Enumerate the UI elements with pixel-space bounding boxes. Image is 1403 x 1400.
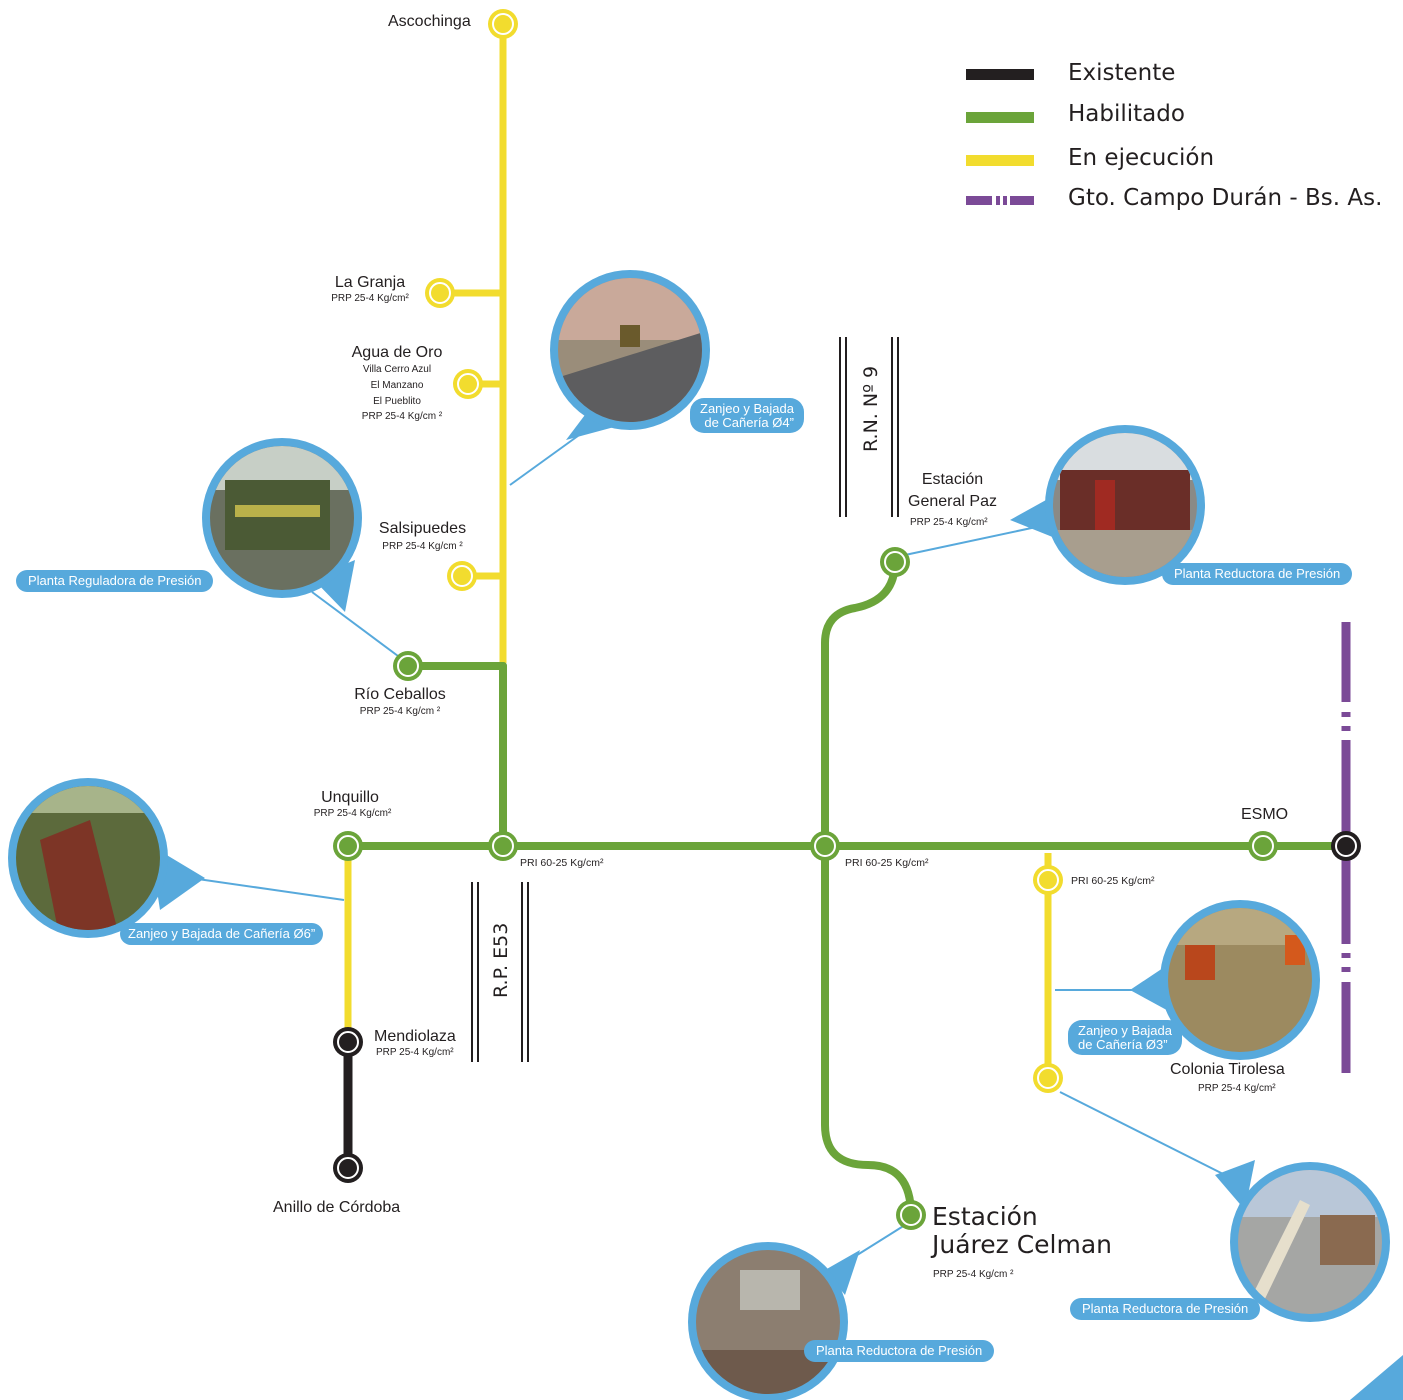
node-esmo — [1331, 831, 1361, 861]
callout-zanjeo-4-line2: de Cañería Ø4” — [704, 414, 794, 430]
node-anillo-cordoba — [333, 1153, 363, 1183]
callout-planta-reductora-gp: Planta Reductora de Presión — [1162, 563, 1353, 585]
node-unquillo — [333, 831, 363, 861]
label-agua-de-oro-prp: PRP 25-4 Kg/cm ² — [361, 411, 443, 422]
pipes-habilitado — [344, 558, 1352, 1219]
node-agua-de-oro — [453, 369, 483, 399]
label-mendiolaza: Mendiolaza — [374, 1028, 456, 1045]
node-colonia-tirolesa — [1033, 1063, 1063, 1093]
photo-callout-planta-reductora-gp — [1010, 425, 1205, 585]
road-rpe53-marker — [471, 882, 529, 1062]
node-mendiolaza — [333, 1027, 363, 1057]
label-mendiolaza-prp: PRP 25-4 Kg/cm² — [376, 1047, 454, 1058]
photo-callout-planta-reguladora — [202, 438, 362, 612]
label-general-paz-1: Estación — [921, 471, 984, 488]
label-esmo: ESMO — [1241, 806, 1289, 823]
label-general-paz-2: General Paz — [908, 493, 997, 510]
label-agua-de-oro: Agua de Oro — [351, 344, 443, 361]
legend-label-en-ejecucion: En ejecución — [1068, 145, 1215, 171]
callout-zanjeo-4: Zanjeo y Bajada de Cañería Ø4” — [690, 398, 804, 434]
photo-callout-planta-reductora-ct — [1215, 1160, 1390, 1322]
label-unquillo-prp: PRP 25-4 Kg/cm² — [313, 808, 392, 819]
label-colonia-tirolesa: Colonia Tirolesa — [1170, 1061, 1285, 1078]
node-rio-ceballos — [393, 651, 423, 681]
label-juarez-celman-2: Juárez Celman — [932, 1230, 1113, 1259]
label-unquillo: Unquillo — [321, 789, 379, 806]
legend-label-gasoducto: Gto. Campo Durán - Bs. As. — [1068, 185, 1383, 211]
label-villa-cerro-azul: Villa Cerro Azul — [362, 364, 432, 375]
node-esmo-green — [1248, 831, 1278, 861]
callout-planta-reguladora: Planta Reguladora de Presión — [16, 570, 214, 592]
callout-planta-reductora-jc: Planta Reductora de Presión — [804, 1340, 995, 1362]
label-ascochinga: Ascochinga — [388, 13, 471, 30]
node-pri-colonia — [1033, 865, 1063, 895]
label-pri-rn9: PRI 60-25 Kg/cm² — [845, 857, 929, 869]
photo-callout-planta-reductora-jc — [688, 1242, 860, 1400]
legend-swatch-habilitado — [966, 112, 1034, 123]
callout-zanjeo-4-line1: Zanjeo y Bajada — [700, 401, 794, 416]
legend-swatch-en-ejecucion — [966, 155, 1034, 166]
label-rio-ceballos: Río Ceballos — [354, 686, 446, 703]
label-pri-colonia: PRI 60-25 Kg/cm² — [1071, 875, 1155, 887]
node-ascochinga — [488, 9, 518, 39]
label-general-paz-prp: PRP 25-4 Kg/cm² — [910, 517, 988, 528]
node-juarez-celman — [896, 1200, 926, 1230]
label-juarez-celman-prp: PRP 25-4 Kg/cm ² — [933, 1269, 1014, 1280]
callout-zanjeo-3: Zanjeo y Bajada de Cañería Ø3” — [1068, 1020, 1182, 1056]
label-colonia-tirolesa-prp: PRP 25-4 Kg/cm² — [1198, 1083, 1276, 1094]
legend-swatches — [966, 69, 1034, 205]
road-rn9-marker — [839, 337, 899, 517]
label-juarez-celman-1: Estación — [932, 1202, 1038, 1231]
callout-zanjeo-3-line1: Zanjeo y Bajada — [1078, 1023, 1172, 1038]
label-el-manzano: El Manzano — [370, 380, 424, 391]
label-rio-ceballos-prp: PRP 25-4 Kg/cm ² — [359, 706, 441, 717]
photo-callout-zanjeo-3 — [1130, 900, 1320, 1060]
legend-label-habilitado: Habilitado — [1068, 101, 1185, 127]
label-la-granja: La Granja — [334, 274, 406, 291]
node-pri-rn9 — [810, 831, 840, 861]
photo-callout-zanjeo-4 — [550, 270, 710, 440]
label-road-rn9: R.N. Nº 9 — [860, 365, 882, 452]
node-salsipuedes — [447, 561, 477, 591]
label-salsipuedes-prp: PRP 25-4 Kg/cm ² — [382, 541, 463, 552]
callout-planta-reductora-ct: Planta Reductora de Presión — [1070, 1298, 1261, 1320]
station-nodes — [333, 9, 1361, 1230]
label-la-granja-prp: PRP 25-4 Kg/cm² — [331, 293, 409, 304]
label-road-rpe53: R.P. E53 — [490, 922, 512, 998]
photo-callout-zanjeo-6 — [8, 778, 205, 938]
legend-swatch-existente — [966, 69, 1034, 80]
label-anillo-cordoba: Anillo de Córdoba — [273, 1199, 401, 1216]
callout-zanjeo-3-line2: de Cañería Ø3” — [1078, 1036, 1168, 1052]
label-pri-rpe53: PRI 60-25 Kg/cm² — [520, 857, 604, 869]
callout-zanjeo-6: Zanjeo y Bajada de Cañería Ø6” — [120, 923, 324, 945]
label-el-pueblito: El Pueblito — [373, 396, 421, 407]
node-general-paz — [880, 547, 910, 577]
node-la-granja — [425, 278, 455, 308]
label-salsipuedes: Salsipuedes — [378, 520, 467, 537]
decorative-corner — [1350, 1355, 1403, 1400]
legend-label-existente: Existente — [1068, 60, 1176, 86]
node-pri-rpe53 — [488, 831, 518, 861]
legend-swatch-gasoducto — [966, 196, 1034, 205]
